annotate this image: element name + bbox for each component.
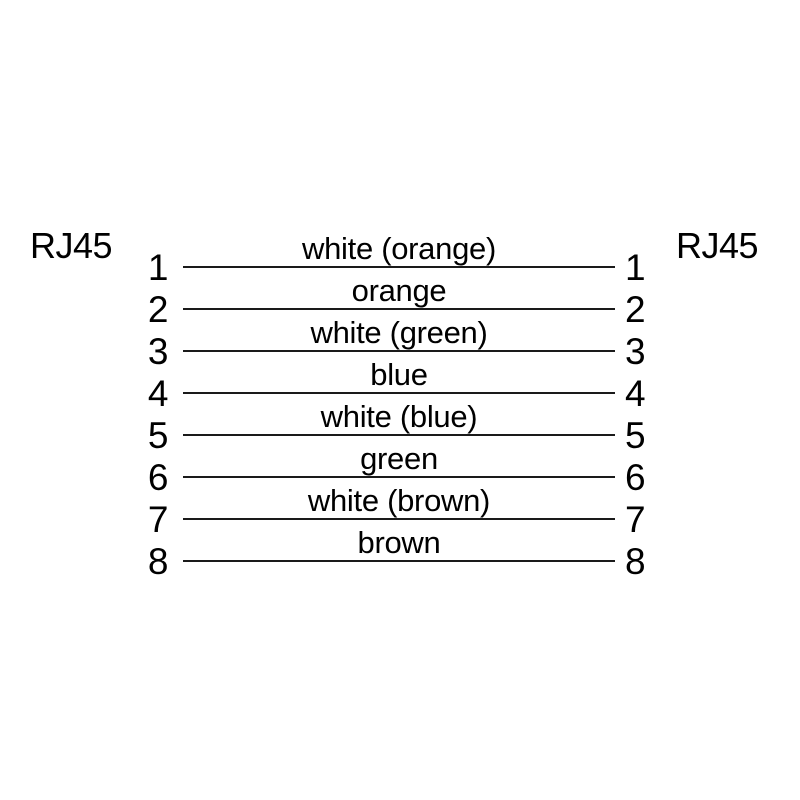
pin-number-right: 3 xyxy=(625,331,646,372)
wire-color-label: white (green) xyxy=(310,315,488,350)
pin-number-right: 7 xyxy=(625,499,646,540)
wire-color-label: white (blue) xyxy=(320,399,478,434)
pin-number-right: 1 xyxy=(625,247,646,288)
wire-color-label: white (orange) xyxy=(302,231,496,266)
wire-line xyxy=(183,350,615,352)
wire-row-2: orange 2 2 xyxy=(140,268,660,329)
pin-number-right: 5 xyxy=(625,415,646,456)
connector-label-right: RJ45 xyxy=(676,225,759,266)
pin-number-left: 5 xyxy=(147,415,169,456)
wire-color-label: green xyxy=(360,441,438,476)
pin-number-right: 4 xyxy=(625,373,646,414)
pin-number-left: 3 xyxy=(147,331,169,372)
wire-line xyxy=(183,392,615,394)
wire-line xyxy=(183,308,615,310)
wire-color-label: blue xyxy=(370,357,428,392)
pin-number-right: 2 xyxy=(625,289,646,330)
wire-color-label: white (brown) xyxy=(307,483,491,518)
pin-number-left: 7 xyxy=(147,499,169,540)
wire-row-7: white (brown) 7 7 xyxy=(140,478,660,539)
wire-row-1: white (orange) 1 1 xyxy=(140,226,660,287)
wire-line xyxy=(183,434,615,436)
wire-row-6: green 6 6 xyxy=(140,436,660,497)
wire-line xyxy=(183,476,615,478)
pin-number-right: 6 xyxy=(625,457,646,498)
wire-line xyxy=(183,518,615,520)
wire-line xyxy=(183,266,615,268)
wire-row-3: white (green) 3 3 xyxy=(140,310,660,371)
pin-number-left: 2 xyxy=(147,289,169,330)
connector-label-left: RJ45 xyxy=(30,225,113,266)
wire-row-8: brown 8 8 xyxy=(140,520,660,581)
wire-color-label: orange xyxy=(351,273,447,308)
wire-line xyxy=(183,560,615,562)
wire-rows: white (orange) 1 1 orange 2 2 white (gre… xyxy=(140,226,660,581)
pin-number-left: 8 xyxy=(147,541,169,582)
pin-number-right: 8 xyxy=(625,541,646,582)
wire-row-4: blue 4 4 xyxy=(140,352,660,413)
pin-number-left: 4 xyxy=(147,373,169,414)
pin-number-left: 6 xyxy=(147,457,169,498)
pin-number-left: 1 xyxy=(147,247,169,288)
wire-color-label: brown xyxy=(357,525,441,560)
wire-row-5: white (blue) 5 5 xyxy=(140,394,660,455)
